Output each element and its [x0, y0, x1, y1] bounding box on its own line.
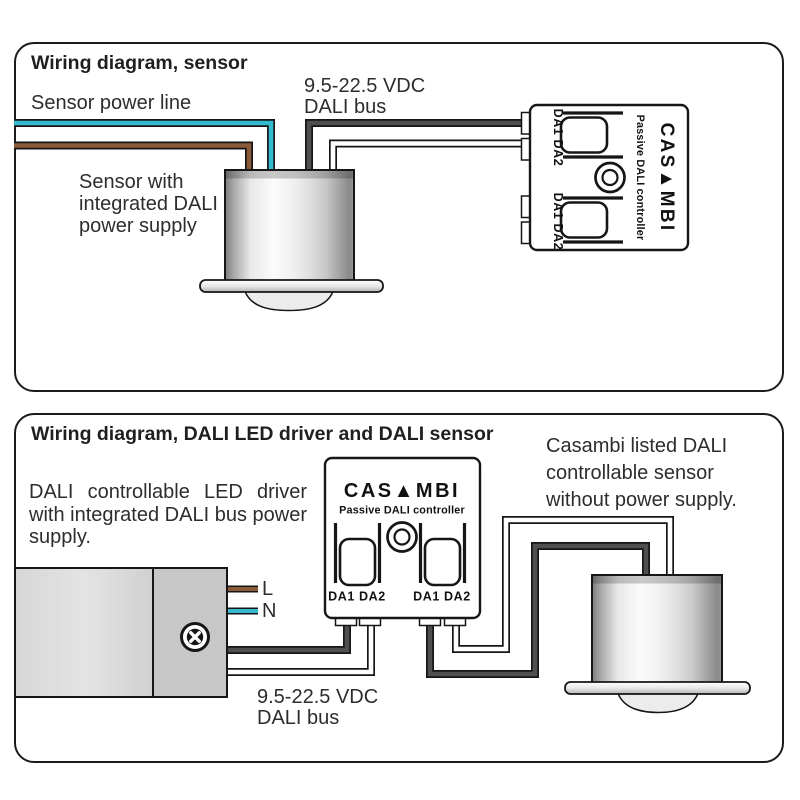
- bottom-controller: CAS▲MBI Passive DALI controller DA1 DA2 …: [323, 456, 482, 627]
- brand-logo: CAS▲MBI: [656, 123, 677, 233]
- dali-bus-bottom-line1: 9.5-22.5 VDC: [257, 686, 379, 708]
- led-driver: [14, 567, 228, 698]
- brand-logo: CAS▲MBI: [344, 480, 460, 502]
- sensor-dome: [243, 290, 335, 312]
- top-controller: CAS▲MBI Passive DALI controller DA1 DA2 …: [520, 103, 690, 252]
- driver-description-label: DALI controllable LED driver with integr…: [29, 481, 307, 549]
- sensor-flange: [564, 681, 751, 695]
- bottom-wires: [226, 516, 674, 678]
- controller-subtitle: Passive DALI controller: [634, 115, 646, 241]
- dali-bus-wire-white-top: [329, 139, 527, 172]
- driver-description-line1: DALI controllable LED driver: [29, 481, 307, 503]
- sensor-power-wire-brown-outline: [14, 141, 253, 172]
- driver-description-line3: supply.: [29, 526, 91, 548]
- bottom-sensor: [564, 574, 751, 714]
- sensor-top-cap: [226, 171, 353, 179]
- pairing-button-icon: [393, 528, 411, 546]
- sensor-dome: [616, 692, 700, 714]
- port-label: DA1 DA2: [413, 590, 471, 604]
- mains-neutral-label: N: [262, 600, 277, 622]
- controller-subtitle: Passive DALI controller: [339, 505, 465, 517]
- dali-bus-label-top: 9.5-22.5 VDC DALI bus: [304, 76, 425, 118]
- mains-live-label: L: [262, 578, 274, 600]
- sensor-body: [224, 169, 355, 282]
- sensor-description-line2: integrated DALI: [79, 193, 218, 215]
- dali-bus-label-line2: DALI bus: [304, 96, 387, 118]
- dali-sensor-description-line1: Casambi listed DALI: [546, 435, 728, 457]
- bottom-panel-title: Wiring diagram, DALI LED driver and DALI…: [31, 423, 494, 445]
- sensor-body: [591, 574, 723, 684]
- port-label: DA1 DA2: [551, 193, 565, 251]
- driver-housing: [14, 567, 155, 698]
- sensor-description-line1: Sensor with: [79, 171, 184, 193]
- dali-bus-wire-dark-left: [226, 621, 351, 654]
- dali-bus-wire-dark-top-core: [306, 120, 527, 172]
- dali-bus-label-bottom: 9.5-22.5 VDC DALI bus: [257, 687, 378, 729]
- dali-bus-bottom-line2: DALI bus: [257, 707, 340, 729]
- dali-sensor-description-line3: without power supply.: [546, 489, 737, 511]
- top-panel-title: Wiring diagram, sensor: [31, 52, 248, 74]
- sensor-top-cap: [593, 576, 721, 584]
- sensor-power-wire-brown: [14, 143, 252, 172]
- sensor-power-wire-blue: [14, 120, 274, 172]
- dali-sensor-wire-white-core: [453, 517, 673, 652]
- pairing-button-icon: [601, 168, 619, 187]
- dali-bus-wire-dark-left-core: [226, 621, 350, 653]
- sensor-description-label: Sensor with integrated DALI power supply: [79, 171, 218, 237]
- sensor-power-line-label: Sensor power line: [31, 92, 192, 114]
- dali-sensor-description-line2: controllable sensor: [546, 462, 714, 484]
- port-label: DA1 DA2: [551, 109, 565, 167]
- dali-bus-label-line1: 9.5-22.5 VDC: [304, 75, 426, 97]
- screw-icon: [180, 622, 210, 652]
- top-sensor: [199, 169, 384, 312]
- sensor-description-line3: power supply: [79, 215, 197, 237]
- dali-bus-wire-white-left-core: [226, 621, 374, 675]
- dali-sensor-description-label: Casambi listed DALI controllable sensor …: [546, 433, 737, 514]
- sensor-flange: [199, 279, 384, 293]
- dali-bus-wire-white-top-core: [330, 141, 527, 172]
- dali-sensor-wire-dark-core: [427, 543, 649, 677]
- top-wires: [14, 119, 527, 172]
- port-label: DA1 DA2: [328, 590, 386, 604]
- driver-description-line2: with integrated DALI bus power: [29, 503, 307, 526]
